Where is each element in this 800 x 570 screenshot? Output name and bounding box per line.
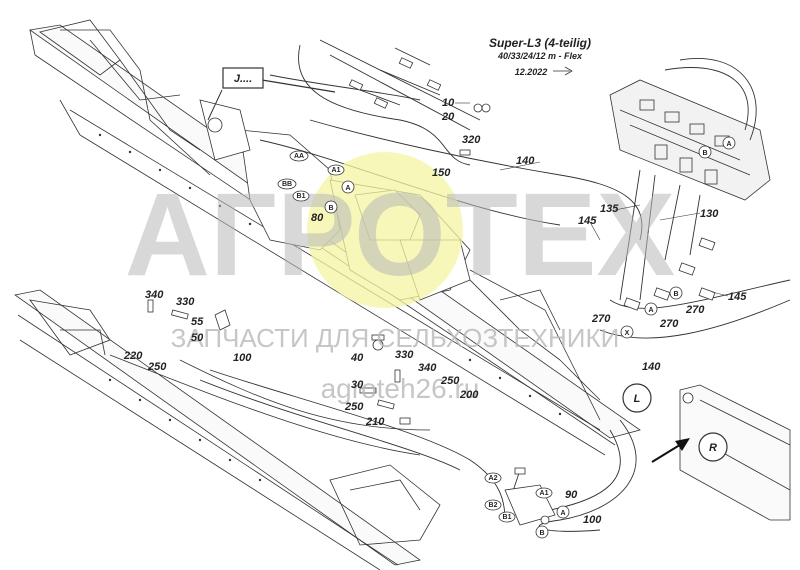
watermark-brand: АГРОТЕХ [125,169,676,301]
part-220: 220 [123,350,143,362]
port-b1-bottom: B1 [503,514,512,521]
callout-b-3: B [673,291,678,298]
part-340-left: 340 [145,289,164,301]
part-100-bottom: 100 [583,514,602,526]
part-135: 135 [600,203,619,215]
lower-hoses [199,369,637,532]
diagram-title: Super-L3 (4-teilig) [489,36,591,50]
callout-circle-left [622,383,652,413]
watermark-url: agroteh26.ru [321,373,480,404]
part-340-mid: 340 [418,362,437,374]
callout-a-4: A [560,510,565,517]
part-210: 210 [365,416,385,428]
part-250-left: 250 [147,361,167,373]
callout-a-1: A [345,185,350,192]
diagram-date: 12.2022 [515,67,548,77]
valve-fittings [623,237,716,311]
part-130: 130 [700,208,719,220]
port-a1-top: A1 [332,167,341,174]
part-145-right: 145 [728,291,747,303]
port-aa: AA [294,153,304,160]
direction-arrow-icon [651,438,690,463]
lower-boom-holes [108,378,262,482]
lower-boom [14,289,441,570]
part-10: 10 [442,97,455,109]
watermark-tagline: ЗАПЧАСТИ ДЛЯ СЕЛЬХОЗТЕХНИКИ [171,323,620,353]
part-270-b: 270 [591,313,611,325]
upper-boom-holes [98,133,562,416]
part-55: 55 [191,316,204,328]
part-90: 90 [565,489,578,501]
port-a2: A2 [489,475,498,482]
part-200: 200 [459,389,479,401]
part-270-c: 270 [659,318,679,330]
date-arrow-icon [553,66,573,76]
callout-right: R [709,442,717,454]
callout-x: X [625,330,630,337]
part-330-left: 330 [176,296,195,308]
part-140-bottom: 140 [642,361,661,373]
part-250-low: 250 [344,401,364,413]
part-140-top: 140 [516,155,535,167]
part-40: 40 [350,352,364,364]
part-30: 30 [351,379,364,391]
part-20: 20 [441,111,455,123]
detail-ref-box [222,67,264,89]
detail-ref-label: J.... [234,73,252,85]
port-bb: BB [282,181,292,188]
part-330-mid: 330 [395,349,414,361]
part-270-a: 270 [685,304,705,316]
detail-leader [261,79,336,93]
callout-a-3: A [648,307,653,314]
port-labels [277,150,553,523]
part-100-left: 100 [233,352,252,364]
part-145-top: 145 [578,215,597,227]
part-320: 320 [462,134,481,146]
port-b1-top: B1 [297,193,306,200]
callout-a-2: A [726,141,731,148]
part-250-mid: 250 [440,375,460,387]
small-parts [147,299,411,425]
right-boom-detail [679,384,791,521]
callout-circle-right [698,432,728,462]
part-80: 80 [311,212,324,224]
detail-leader-down [207,89,223,121]
part-number-labels: 10 20 320 150 140 80 135 130 145 145 270… [123,97,747,526]
callout-left: L [634,393,641,405]
port-a1-bottom: A1 [540,490,549,497]
part-50: 50 [191,332,204,344]
valve-block [609,79,771,201]
diagram-subtitle: 40/33/24/12 m - Flex [497,51,583,61]
callout-b-4: B [539,530,544,537]
part-150: 150 [432,167,451,179]
callout-b-1: B [328,205,333,212]
top-fittings [348,57,491,156]
watermark: АГРОТЕХ ЗАПЧАСТИ ДЛЯ СЕЛЬХОЗТЕХНИКИ agro… [125,152,676,404]
part-leaders [455,102,729,297]
port-b2: B2 [489,502,498,509]
callout-b-2: B [702,150,707,157]
valve-hoses [599,58,791,339]
small-callouts [324,136,736,539]
